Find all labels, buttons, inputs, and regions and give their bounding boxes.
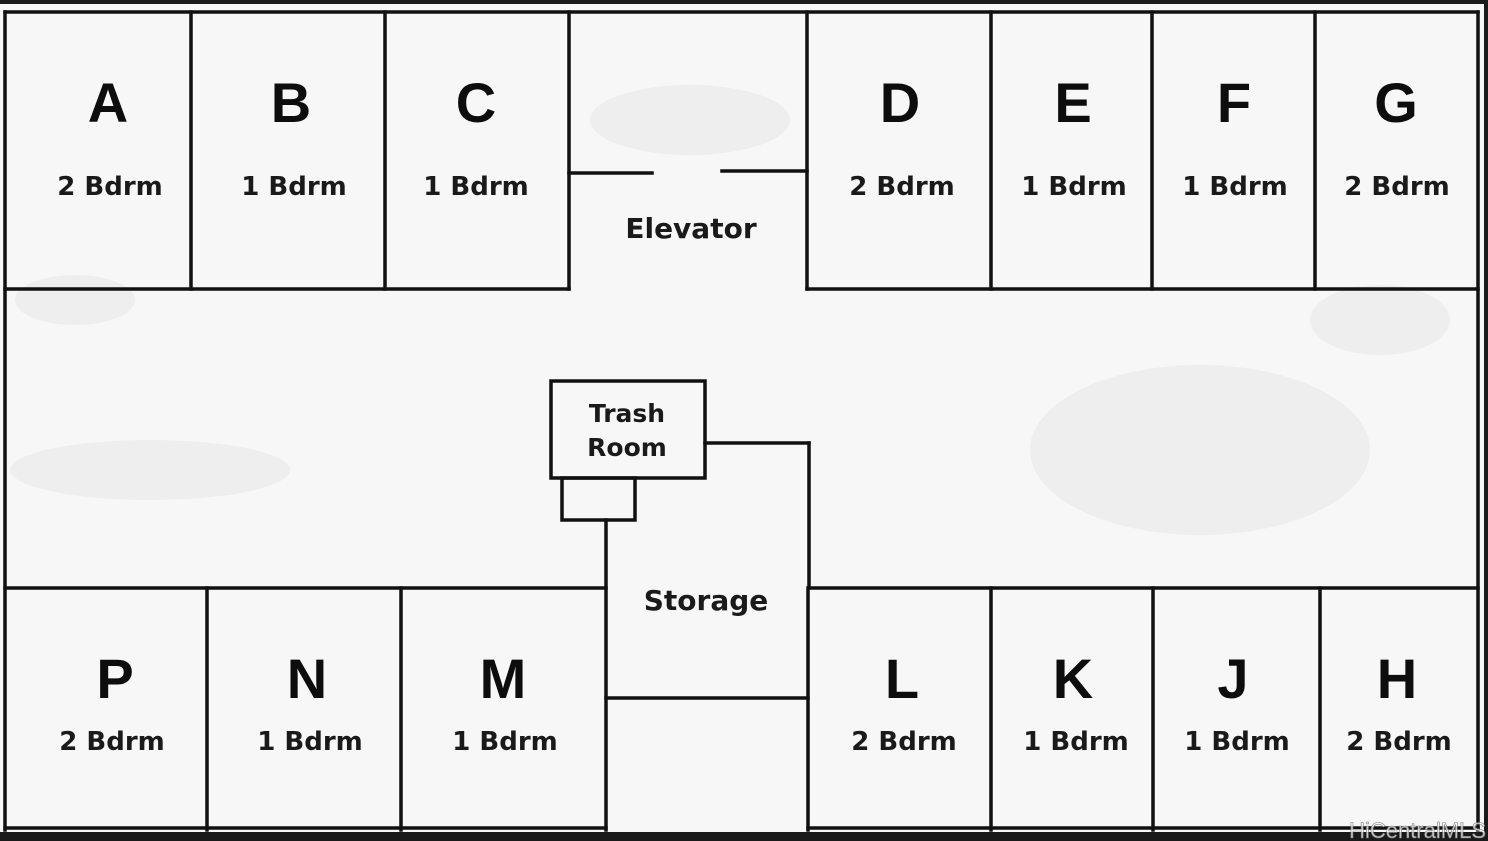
- unit-bedrooms: 1 Bdrm: [241, 172, 347, 202]
- unit-letter: F: [1217, 71, 1251, 134]
- unit-letter: G: [1374, 71, 1418, 134]
- unit-letter: D: [880, 71, 920, 134]
- unit-letter: J: [1217, 647, 1248, 710]
- unit-f: F 1 Bdrm: [1182, 71, 1288, 202]
- unit-letter: B: [271, 71, 311, 134]
- unit-letter: P: [96, 647, 133, 710]
- unit-bedrooms: 2 Bdrm: [849, 172, 955, 202]
- unit-bedrooms: 1 Bdrm: [1023, 727, 1129, 757]
- wall-trash-chute: [560, 476, 637, 522]
- unit-bedrooms: 2 Bdrm: [57, 172, 163, 202]
- unit-bedrooms: 1 Bdrm: [423, 172, 529, 202]
- unit-k: K 1 Bdrm: [1023, 647, 1129, 757]
- smudge-top-left: [15, 275, 135, 325]
- unit-bedrooms: 1 Bdrm: [452, 727, 558, 757]
- unit-letter: E: [1054, 71, 1091, 134]
- unit-b: B 1 Bdrm: [241, 71, 347, 202]
- unit-bedrooms: 1 Bdrm: [257, 727, 363, 757]
- unit-j: J 1 Bdrm: [1184, 647, 1290, 757]
- unit-m: M 1 Bdrm: [452, 647, 558, 757]
- smudge-right: [1030, 365, 1370, 535]
- smudge-top-right: [1310, 285, 1450, 355]
- unit-bedrooms: 1 Bdrm: [1021, 172, 1127, 202]
- unit-bedrooms: 1 Bdrm: [1182, 172, 1288, 202]
- unit-c: C 1 Bdrm: [423, 71, 529, 202]
- unit-d: D 2 Bdrm: [849, 71, 955, 202]
- storage-label: Storage: [644, 584, 769, 617]
- unit-letter: H: [1377, 647, 1417, 710]
- unit-g: G 2 Bdrm: [1344, 71, 1450, 202]
- unit-letter: M: [480, 647, 527, 710]
- unit-e: E 1 Bdrm: [1021, 71, 1127, 202]
- smudge-left: [10, 440, 290, 500]
- unit-bedrooms: 2 Bdrm: [851, 727, 957, 757]
- scan-smudges: [10, 85, 1450, 535]
- unit-letter: A: [88, 71, 128, 134]
- unit-letter: K: [1053, 647, 1093, 710]
- unit-bedrooms: 2 Bdrm: [59, 727, 165, 757]
- walls: [3, 10, 1480, 832]
- elevator-label: Elevator: [625, 212, 756, 245]
- unit-letter: N: [287, 647, 327, 710]
- plan-paper: [0, 4, 1484, 832]
- trash-room-label-line2: Room: [587, 433, 667, 462]
- watermark: HiCentralMLS: [1349, 818, 1486, 841]
- unit-h: H 2 Bdrm: [1346, 647, 1452, 757]
- unit-letter: C: [456, 71, 496, 134]
- smudge-elevator: [590, 85, 790, 155]
- trash-room-label-line1: Trash: [589, 399, 665, 428]
- unit-l: L 2 Bdrm: [851, 647, 957, 757]
- unit-bedrooms: 2 Bdrm: [1346, 727, 1452, 757]
- unit-p: P 2 Bdrm: [59, 647, 165, 757]
- unit-bedrooms: 2 Bdrm: [1344, 172, 1450, 202]
- unit-letter: L: [885, 647, 919, 710]
- unit-a: A 2 Bdrm: [57, 71, 163, 202]
- unit-n: N 1 Bdrm: [257, 647, 363, 757]
- unit-bedrooms: 1 Bdrm: [1184, 727, 1290, 757]
